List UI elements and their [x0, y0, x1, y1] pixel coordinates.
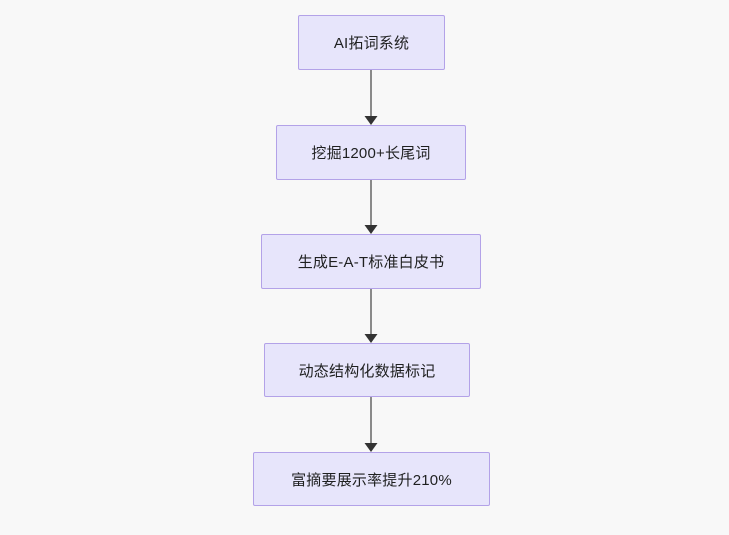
edge-arrowhead	[364, 443, 378, 452]
flowchart-node-dynamic-structured-data-markup[interactable]: 动态结构化数据标记	[264, 343, 470, 397]
node-label: 动态结构化数据标记	[298, 362, 436, 380]
flowchart-node-mine-longtail-keywords[interactable]: 挖掘1200+长尾词	[276, 125, 466, 180]
flowchart-node-ai-keyword-system[interactable]: AI拓词系统	[298, 15, 445, 70]
node-label: 富摘要展示率提升210%	[291, 471, 452, 489]
edge-node3-node4	[364, 289, 378, 343]
node-label: 生成E-A-T标准白皮书	[297, 254, 445, 271]
edge-arrowhead	[364, 334, 378, 343]
node-label: 挖掘1200+长尾词	[311, 145, 431, 162]
flowchart-node-generate-eat-whitepaper[interactable]: 生成E-A-T标准白皮书	[261, 234, 481, 289]
edge-node2-node3	[364, 180, 378, 234]
edge-arrowhead	[364, 225, 378, 234]
edge-node1-node2	[364, 70, 378, 125]
edge-node4-node5	[364, 397, 378, 452]
node-label: AI拓词系统	[333, 35, 410, 52]
flowchart-node-rich-snippet-rate-increase[interactable]: 富摘要展示率提升210%	[253, 452, 490, 506]
edge-arrowhead	[364, 116, 378, 125]
